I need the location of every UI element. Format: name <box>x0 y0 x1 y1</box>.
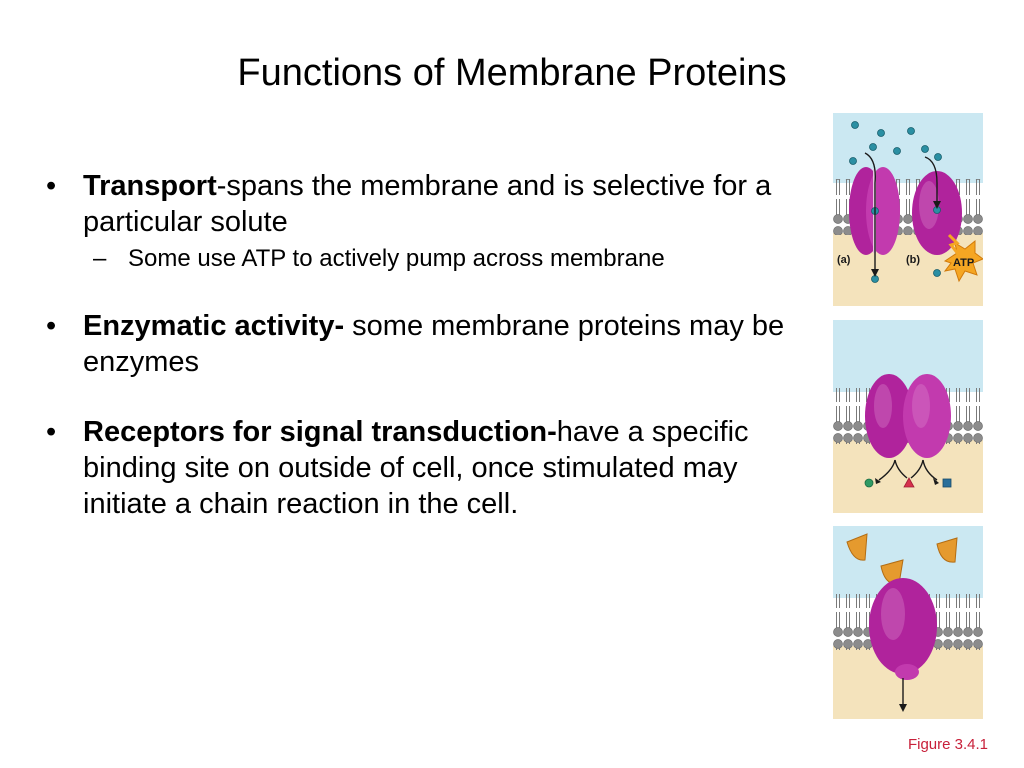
receptor-protein <box>869 578 937 680</box>
bullet-heading: Transport <box>83 170 217 202</box>
signal-molecules <box>846 533 958 585</box>
bullet-text: -spans the membrane and is selective for… <box>83 170 772 238</box>
atp-burst <box>943 233 983 283</box>
bullet-transport: • Transport-spans the membrane and is se… <box>46 168 806 274</box>
bullet-text: some membrane proteins may be enzymes <box>83 310 785 378</box>
sub-bullet-atp: – Some use ATP to actively pump across m… <box>83 244 806 274</box>
sub-bullet-text: Some use ATP to actively pump across mem… <box>128 245 665 272</box>
receptor-illustration <box>833 526 983 719</box>
bullet-enzymatic: • Enzymatic activity- some membrane prot… <box>46 308 806 380</box>
bullet-receptors: • Receptors for signal transduction-have… <box>46 414 806 522</box>
label-b: (b) <box>906 254 920 266</box>
figure-panel-enzymatic <box>833 320 983 513</box>
substrate-triangle <box>903 477 915 488</box>
bullet-heading: Enzymatic activity- <box>83 310 345 342</box>
sub-bullet-dash: – <box>93 245 107 272</box>
arrowhead <box>899 704 907 712</box>
arrowheads <box>875 478 939 485</box>
atp-label: ATP <box>953 257 974 269</box>
bullet-dot: • <box>46 310 57 342</box>
bullet-heading: Receptors for signal transduction- <box>83 416 557 448</box>
transport-illustration: (a) (b) ATP <box>833 113 983 306</box>
figure-panel-receptor <box>833 526 983 719</box>
substrate-square <box>942 478 952 488</box>
figure-panel-transport: (a) (b) ATP <box>833 113 983 306</box>
label-a: (a) <box>837 254 851 266</box>
bullet-list: • Transport-spans the membrane and is se… <box>46 168 806 556</box>
bullet-dot: • <box>46 416 57 448</box>
solute-molecules <box>849 121 942 283</box>
substrate-circle <box>864 478 874 488</box>
slide-title: Functions of Membrane Proteins <box>237 52 787 94</box>
enzyme-illustration <box>833 320 983 513</box>
arrowheads <box>871 201 941 277</box>
reaction-arrows <box>878 459 938 481</box>
enzyme-protein <box>865 374 951 458</box>
bullet-text: have a specific binding site on outside … <box>83 416 749 520</box>
bullet-dot: • <box>46 170 57 202</box>
figure-caption: Figure 3.4.1 <box>907 736 988 753</box>
transport-arrows <box>864 152 938 271</box>
